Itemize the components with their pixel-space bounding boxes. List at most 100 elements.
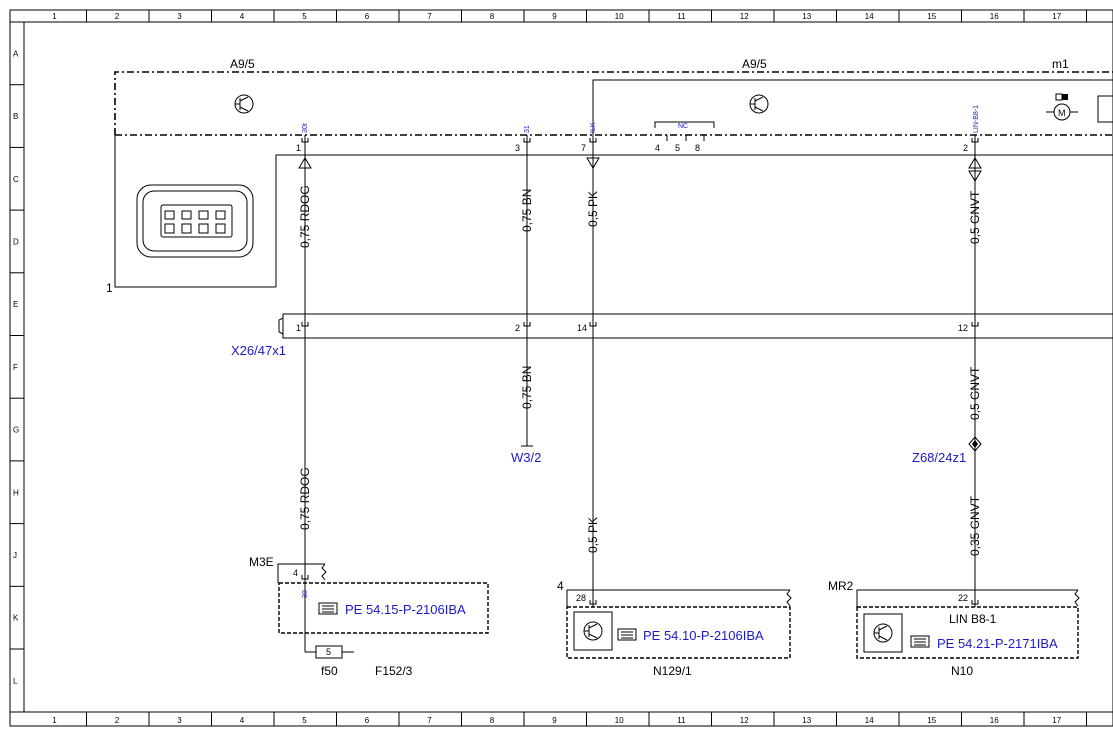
pin-terminal [301, 575, 309, 580]
a95-label-left: A9/5 [230, 57, 255, 71]
connector-plug-icon [136, 184, 254, 258]
column-label: 13 [802, 12, 811, 21]
f152-label: F152/3 [375, 664, 413, 678]
hand-pointer-icon [617, 628, 637, 641]
arrow-up [968, 157, 982, 169]
row-label: F [13, 363, 18, 372]
a95-label-right: A9/5 [742, 57, 767, 71]
hand-pointer-icon [910, 635, 930, 648]
pin-number: 4 [655, 143, 660, 153]
pin-number: 2 [963, 143, 968, 153]
column-label: 4 [240, 12, 245, 21]
lin-b8-label: LIN B8-1 [949, 612, 997, 626]
column-label: 14 [865, 716, 874, 725]
m1-box [1097, 95, 1113, 123]
pin-terminal [523, 138, 531, 143]
column-label: 16 [990, 716, 999, 725]
column-label: 8 [490, 12, 495, 21]
row-label: J [13, 551, 17, 560]
pin-number: 1 [296, 143, 301, 153]
row-label: K [13, 614, 19, 623]
n10-module-box [863, 613, 903, 653]
column-label: 10 [615, 12, 624, 21]
pin-terminal [301, 138, 309, 143]
column-label: 3 [177, 716, 182, 725]
column-label: 1 [52, 716, 57, 725]
column-label: 8 [490, 716, 495, 725]
n10-reference[interactable]: PE 54.21-P-2171IBA [937, 636, 1058, 651]
m3e-break [321, 563, 327, 581]
column-label: 12 [740, 12, 749, 21]
row-label: L [13, 676, 18, 685]
column-label: 2 [115, 12, 120, 21]
pin-number: 7 [581, 143, 586, 153]
column-label: 5 [302, 12, 307, 21]
column-label: 6 [365, 12, 370, 21]
n129-break [786, 589, 792, 607]
signal-ilk: ILK [590, 122, 597, 133]
wire-label: 0,5 GNVT [968, 366, 982, 420]
column-label: 17 [1052, 716, 1061, 725]
column-grid: 1122334455667788991010111112121313141415… [52, 10, 1087, 726]
row-label: D [13, 237, 19, 246]
f50-label: f50 [321, 664, 338, 678]
fuse-number: 5 [326, 647, 331, 657]
column-label: 2 [115, 716, 120, 725]
a95-inner-box [592, 79, 1113, 135]
column-label: 17 [1052, 12, 1061, 21]
signal-lin: LIN-B8-1 [973, 105, 980, 133]
n10-box [856, 606, 1079, 659]
pin-terminal [971, 138, 979, 143]
row-label: B [13, 112, 18, 121]
column-label: 11 [677, 716, 686, 725]
transistor-icon [873, 623, 893, 643]
row-label: C [13, 175, 19, 184]
pin-number: 4 [293, 568, 298, 578]
pin-number: 28 [576, 593, 586, 603]
column-label: 6 [365, 716, 370, 725]
transistor-icon [234, 94, 254, 114]
n129-pin-group: 4 [557, 579, 564, 593]
connector-housing-line [275, 154, 1113, 287]
x26-label: X26/47x1 [231, 343, 286, 358]
column-label: 16 [990, 12, 999, 21]
column-label: 11 [677, 12, 686, 21]
n129-module-box [573, 611, 613, 651]
n129-reference[interactable]: PE 54.10-P-2106IBA [643, 628, 764, 643]
m1-label: m1 [1052, 57, 1069, 71]
n129-outline [566, 589, 790, 607]
pin-number: 5 [675, 143, 680, 153]
column-label: 4 [240, 716, 245, 725]
column-label: 7 [427, 716, 432, 725]
motor-icon: M [1046, 93, 1078, 121]
n10-break [1074, 589, 1080, 607]
nc-bracket [654, 121, 715, 128]
n10-outline [856, 589, 1078, 607]
svg-text:M: M [1058, 108, 1066, 118]
column-label: 3 [177, 12, 182, 21]
pin-terminal [971, 322, 979, 327]
z68-label: Z68/24z1 [912, 450, 966, 465]
pin-number: 1 [296, 323, 301, 333]
column-label: 13 [802, 716, 811, 725]
row-label: H [13, 488, 19, 497]
column-label: 12 [740, 716, 749, 725]
wire-label: 0,75 BN [520, 189, 534, 232]
sheet-frame [9, 9, 1113, 727]
connector-outline [114, 135, 276, 288]
n129-box [566, 606, 791, 659]
pin-terminal [523, 322, 531, 327]
signal-31: 31 [524, 125, 531, 133]
n10-label: N10 [951, 664, 973, 678]
signal-30: 30 [302, 590, 309, 598]
column-label: 9 [552, 716, 557, 725]
w32-label: W3/2 [511, 450, 541, 465]
arrow-down [968, 170, 982, 182]
hand-pointer-icon [318, 602, 338, 615]
row-label: A [13, 49, 19, 58]
m3e-reference[interactable]: PE 54.15-P-2106IBA [345, 602, 466, 617]
signal-30t: 30t [302, 123, 309, 133]
splice-center [972, 440, 978, 448]
wire-label: 0,75 RDOG [298, 467, 312, 530]
